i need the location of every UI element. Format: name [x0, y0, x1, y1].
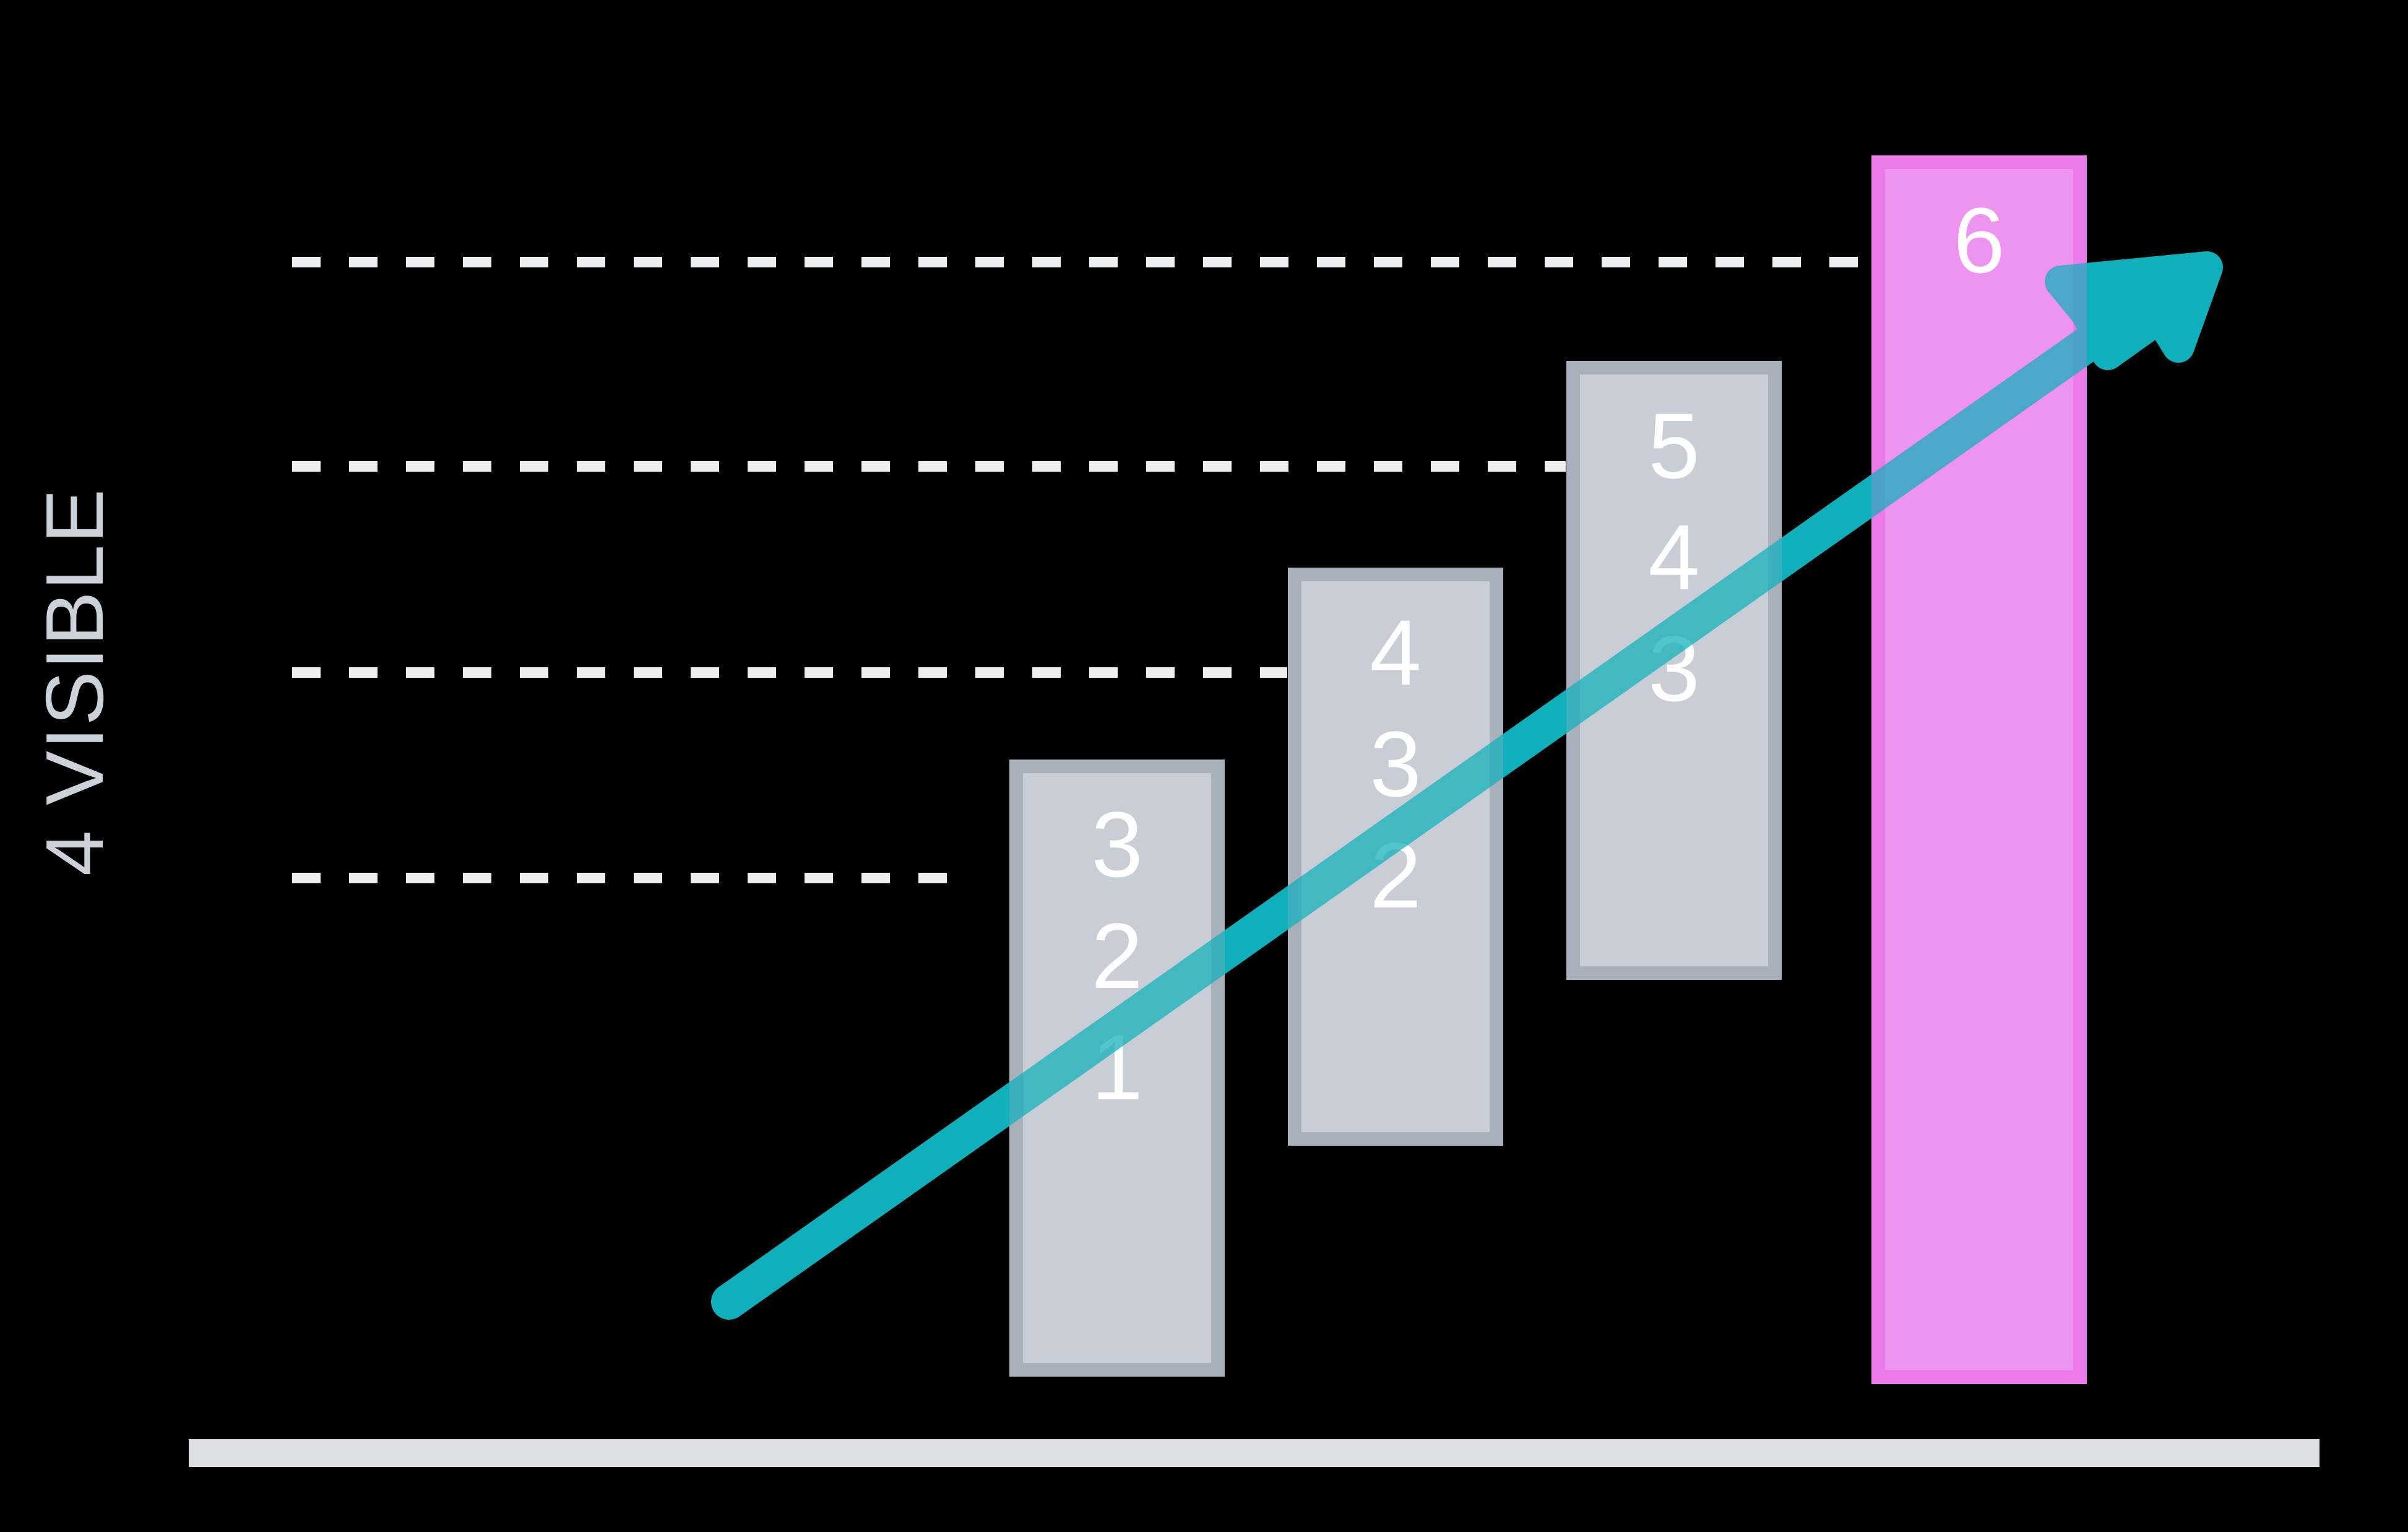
gridline-2	[292, 667, 1287, 678]
gridline-4	[292, 257, 1863, 267]
bar-1-label-0: 3	[1091, 792, 1143, 896]
gridline-1	[292, 873, 973, 883]
bar-4-label-0: 6	[1953, 188, 2005, 292]
bar-3-label-0: 5	[1648, 394, 1700, 498]
x-axis-baseline	[189, 1439, 2320, 1467]
bar-3-label-1: 4	[1648, 505, 1700, 609]
gridline-3	[292, 461, 1566, 472]
bar-1-label-1: 2	[1091, 904, 1143, 1008]
bar-2-label-0: 4	[1370, 600, 1422, 704]
bar-1[interactable]: 3 2 1	[1009, 760, 1225, 1377]
bar-2-label-1: 3	[1370, 712, 1422, 816]
bar-2[interactable]: 4 3 2	[1288, 568, 1503, 1146]
